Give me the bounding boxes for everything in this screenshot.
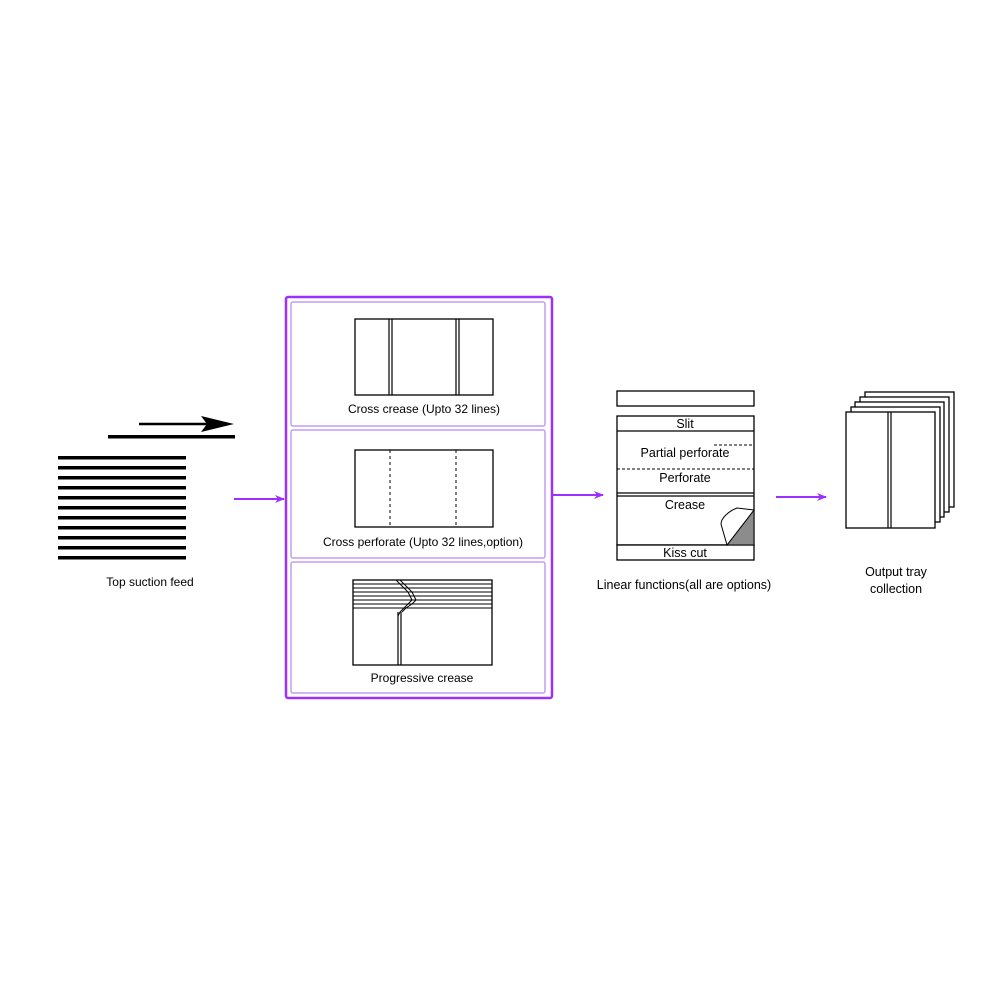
output-label-line1: Output tray	[865, 565, 928, 579]
cross-crease-box	[290, 301, 546, 427]
cross-perforate-box	[290, 429, 546, 559]
progressive-crease-box	[290, 561, 546, 694]
feed-arrow-icon	[108, 416, 235, 439]
linear-functions-caption: Linear functions(all are options)	[597, 578, 771, 592]
cross-crease-sheet-icon	[354, 318, 494, 396]
cross-perforate-sheet-icon	[354, 449, 494, 528]
paper-stack-icon	[58, 456, 186, 560]
partial-perforate-label: Partial perforate	[641, 446, 730, 460]
progressive-crease-label: Progressive crease	[371, 671, 474, 685]
output-tray-icon	[845, 391, 955, 529]
kiss-cut-label: Kiss cut	[663, 546, 707, 560]
cross-crease-label: Cross crease (Upto 32 lines)	[348, 402, 500, 416]
peel-corner-icon	[720, 507, 755, 547]
slit-label: Slit	[676, 417, 694, 431]
output-label-line2: collection	[870, 582, 922, 596]
progressive-crease-sheet-icon	[352, 579, 493, 666]
crease-label: Crease	[665, 498, 705, 512]
process-panel	[284, 295, 554, 700]
cross-perforate-label: Cross perforate (Upto 32 lines,option)	[323, 535, 523, 549]
perforate-label: Perforate	[659, 471, 710, 485]
feed-label: Top suction feed	[106, 575, 193, 589]
